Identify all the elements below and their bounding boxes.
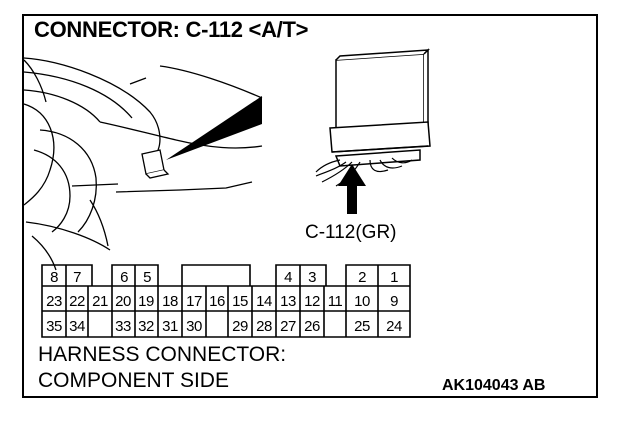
footer-line-1: HARNESS CONNECTOR: [38, 343, 287, 366]
pin-label: 7 [73, 269, 81, 286]
figure-code: AK104043 AB [442, 377, 546, 394]
harness-wires [315, 157, 413, 187]
pin-label: 6 [120, 269, 128, 286]
pin-label: 33 [115, 318, 131, 335]
pin-label: 19 [138, 293, 154, 310]
pin-label: 31 [162, 318, 178, 335]
pin-label: 34 [69, 318, 85, 335]
pin-label: 18 [162, 293, 178, 310]
footer-line-2: COMPONENT SIDE [38, 369, 229, 392]
pin-label: 32 [138, 318, 154, 335]
pin-label: 11 [327, 293, 343, 310]
pin-label: 15 [232, 293, 248, 310]
pin-label: 29 [232, 318, 248, 335]
pin-label: 28 [256, 318, 272, 335]
pin-label: 16 [209, 293, 225, 310]
dashboard-illustration [23, 57, 263, 271]
pin-label: 21 [92, 293, 108, 310]
pin-label: 9 [390, 293, 398, 310]
diagram-frame [22, 14, 598, 398]
pin-label: 27 [280, 318, 296, 335]
dashboard-connector-location [141, 149, 170, 179]
pin-label: 2 [358, 269, 366, 286]
pin-label: 20 [115, 293, 131, 310]
pin-label: 13 [280, 293, 296, 310]
connector-face [41, 264, 411, 338]
pin-label: 26 [304, 318, 320, 335]
pin-label: 25 [354, 318, 370, 335]
connector-title: CONNECTOR: C-112 <A/T> [34, 17, 309, 42]
pin-label: 4 [284, 269, 292, 286]
pin-label: 14 [256, 293, 272, 310]
pin-label: 8 [50, 269, 58, 286]
pin-label: 5 [143, 269, 151, 286]
pin-label: 23 [46, 293, 62, 310]
connector-arrow [338, 164, 366, 214]
pin-label: 1 [390, 269, 398, 286]
pin-label: 30 [186, 318, 202, 335]
pin-label: 35 [46, 318, 62, 335]
pin-label: 12 [304, 293, 320, 310]
pin-label: 3 [308, 269, 316, 286]
pin-label: 10 [354, 293, 370, 310]
pin-label: 17 [186, 293, 202, 310]
pin-label: 22 [69, 293, 85, 310]
pin-label: 24 [386, 318, 402, 335]
connector-callout-label: C-112(GR) [305, 222, 397, 243]
pointer-wedge [166, 96, 262, 160]
transmission-ecu-illustration [329, 48, 431, 167]
